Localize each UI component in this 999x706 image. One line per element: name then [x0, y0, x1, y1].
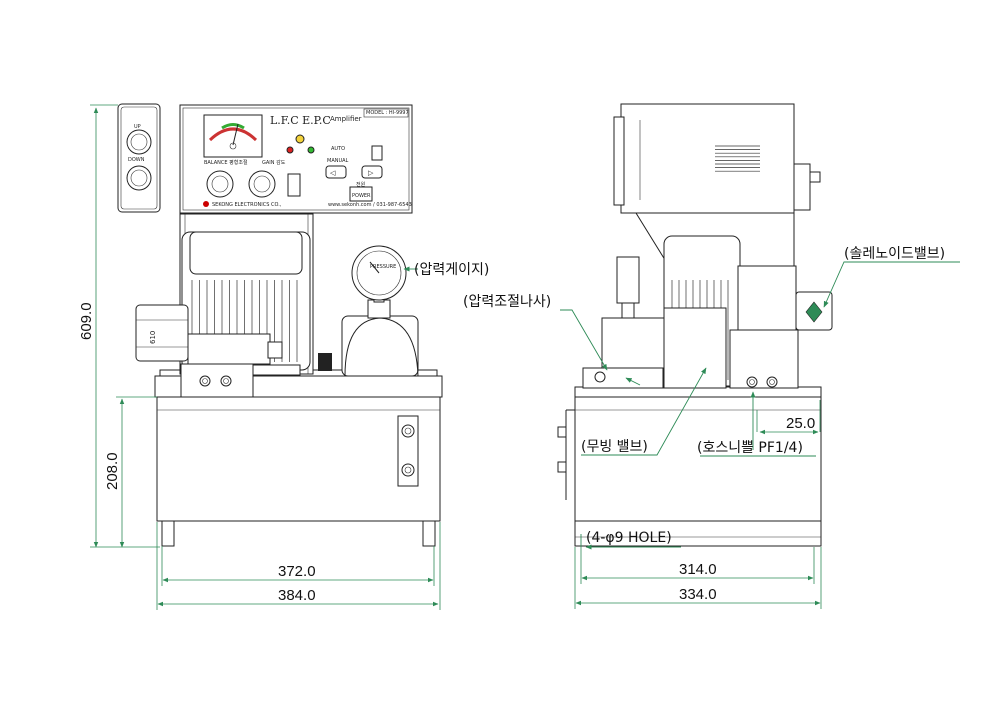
lamp-green — [307, 146, 315, 154]
front-view: 610 PRESSURE L.F.C E.P.C Amplifier MODEL… — [117, 103, 443, 547]
pendant-up-label: UP — [134, 124, 141, 130]
side-relief-block — [601, 317, 665, 371]
side-view — [557, 103, 833, 547]
callout-hose-nipple: (호스니쁠 PF1/4) — [697, 440, 803, 456]
callout-mount-hole: (4-φ9 HOLE) — [586, 530, 672, 546]
panel-model: MODEL : HI-9997 — [366, 110, 409, 116]
side-drain-port — [557, 426, 567, 438]
side-control-box — [620, 103, 795, 214]
dim-front-outer-width: 384.0 — [278, 587, 316, 604]
front-adjust-knob — [318, 353, 332, 371]
power-kr-label: 전원 — [356, 181, 366, 188]
front-foot-left — [161, 520, 175, 547]
dim-front-inner-width: 372.0 — [278, 563, 316, 580]
callout-pressure-gauge: (압력게이지) — [414, 262, 489, 278]
side-gauge — [616, 256, 640, 304]
balance-label: BALANCE 평형조절 — [204, 159, 248, 166]
panel-web: www.sekonh.com / 031-987-6543 — [328, 202, 412, 208]
balance-dial[interactable] — [206, 170, 234, 198]
valve-size-label: 610 — [149, 331, 157, 344]
dim-total-height: 609.0 — [78, 302, 95, 340]
svg-text:◁: ◁ — [330, 169, 336, 177]
manual-label: MANUAL — [327, 158, 349, 164]
pendant-up-button[interactable] — [126, 129, 152, 155]
lamp-red — [286, 146, 294, 154]
panel-company: SEKONG ELECTRONICS CO., — [212, 202, 282, 208]
svg-text:▷: ▷ — [368, 169, 374, 177]
side-solenoid-valve — [737, 265, 797, 331]
panel-title: L.F.C E.P.C — [270, 114, 331, 127]
mode-switch[interactable] — [287, 173, 301, 197]
callout-moving-valve: (무빙 밸브) — [581, 439, 648, 455]
side-tank — [574, 396, 822, 522]
power-label: POWER — [352, 193, 371, 199]
pendant-down-button[interactable] — [126, 165, 152, 191]
side-vents — [715, 145, 760, 172]
front-manifold — [180, 363, 254, 398]
company-logo — [203, 201, 209, 207]
dim-port-offset: 25.0 — [786, 415, 815, 432]
pendant-switch — [117, 103, 161, 213]
callouts: (압력게이지) (압력조절나사) (솔레노이드밸브) (무빙 밸브) (호스니쁠… — [403, 246, 960, 550]
callout-pressure-screw: (압력조절나사) — [463, 294, 551, 310]
auto-label: AUTO — [331, 146, 345, 152]
svg-text:PRESSURE: PRESSURE — [370, 264, 396, 270]
auto-manual-switch[interactable] — [371, 145, 383, 161]
dimension-lines: 609.0 208.0 372.0 384.0 314.0 334.0 25.0 — [78, 104, 822, 610]
manual-right-button[interactable] — [361, 165, 383, 179]
callout-solenoid-valve: (솔레노이드밸브) — [844, 246, 945, 262]
front-tank — [156, 396, 441, 522]
pendant-down-label: DOWN — [128, 157, 145, 163]
manual-left-button[interactable] — [325, 165, 347, 179]
power-switch[interactable] — [349, 186, 373, 202]
dim-side-outer-width: 334.0 — [679, 586, 717, 603]
gain-dial[interactable] — [248, 170, 276, 198]
panel-subtitle: Amplifier — [330, 115, 362, 123]
front-solenoid-coil — [135, 304, 189, 362]
dim-side-inner-width: 314.0 — [679, 561, 717, 578]
lamp-yellow — [295, 134, 305, 144]
gain-label: GAIN 감도 — [262, 159, 286, 166]
dim-tank-height: 208.0 — [104, 452, 121, 490]
front-foot-right — [422, 520, 436, 547]
relief-valve-block — [341, 315, 419, 377]
